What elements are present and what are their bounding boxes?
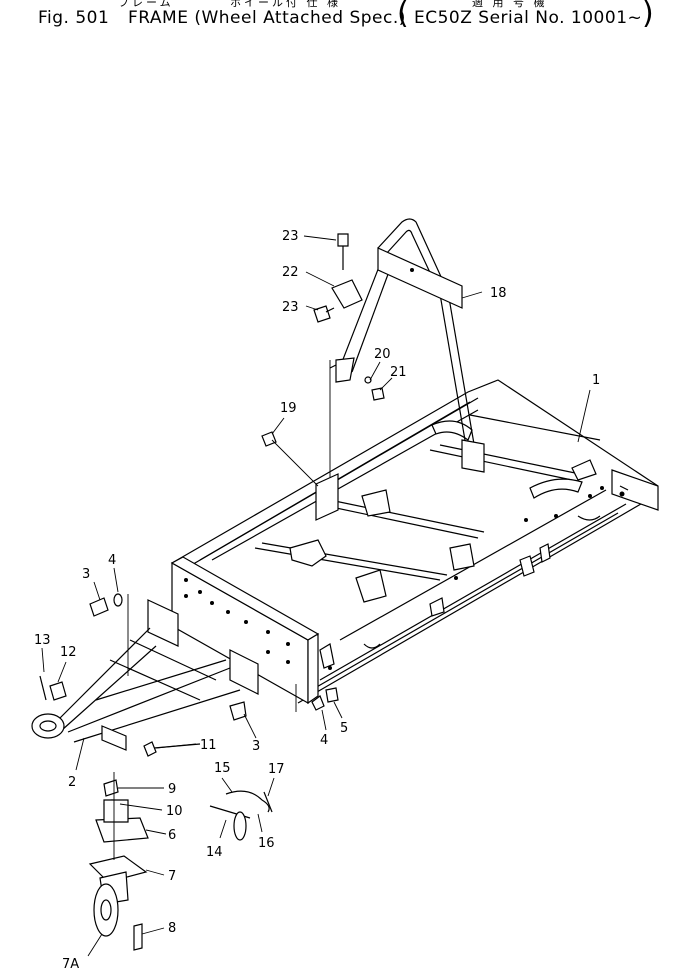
bracket-and-bolts	[261, 233, 385, 447]
main-frame	[170, 379, 659, 705]
callout-16: 16	[258, 836, 275, 851]
callout-14: 14	[206, 845, 223, 860]
callout-13: 13	[34, 633, 51, 648]
callout-17: 17	[268, 762, 285, 777]
callout-22: 22	[282, 265, 299, 280]
title-jp-applicability: 適 用 号 機	[472, 0, 548, 9]
leader-lines	[41, 235, 591, 957]
tow-bar	[31, 599, 259, 751]
callout-1: 1	[592, 373, 600, 388]
callout-3: 3	[82, 567, 90, 582]
title-jp-frame: フレーム	[118, 0, 174, 9]
callout-2: 2	[68, 775, 76, 790]
callout-18: 18	[490, 286, 507, 301]
callout-9: 9	[168, 782, 176, 797]
close-paren: )	[642, 0, 654, 31]
callout-11: 11	[200, 738, 217, 753]
open-paren: (	[397, 0, 409, 31]
guard-frame	[329, 218, 485, 478]
callout-4: 4	[108, 553, 116, 568]
figure-title: FRAME (Wheel Attached Spec.)	[128, 8, 406, 28]
callout-12: 12	[60, 645, 77, 660]
fig-number: Fig. 501	[38, 8, 110, 28]
callout-10: 10	[166, 804, 183, 819]
applicability: EC50Z Serial No. 10001~	[414, 8, 643, 28]
callout-5: 5	[340, 721, 348, 736]
callout-7: 7	[168, 869, 176, 884]
title-jp-wheel-spec: ホイール付 仕 様	[230, 0, 341, 9]
callout-15: 15	[214, 761, 231, 776]
callout-6: 6	[168, 828, 176, 843]
callout-7a: 7A	[62, 957, 79, 969]
callout-19: 19	[280, 401, 297, 416]
pins-and-chain	[209, 790, 273, 841]
callout-21: 21	[390, 365, 407, 380]
callout-3: 3	[252, 739, 260, 754]
callout-20: 20	[374, 347, 391, 362]
callout-8: 8	[168, 921, 176, 936]
callout-23: 23	[282, 229, 299, 244]
callout-4: 4	[320, 733, 328, 748]
callout-23: 23	[282, 300, 299, 315]
caster-assembly	[88, 772, 149, 951]
